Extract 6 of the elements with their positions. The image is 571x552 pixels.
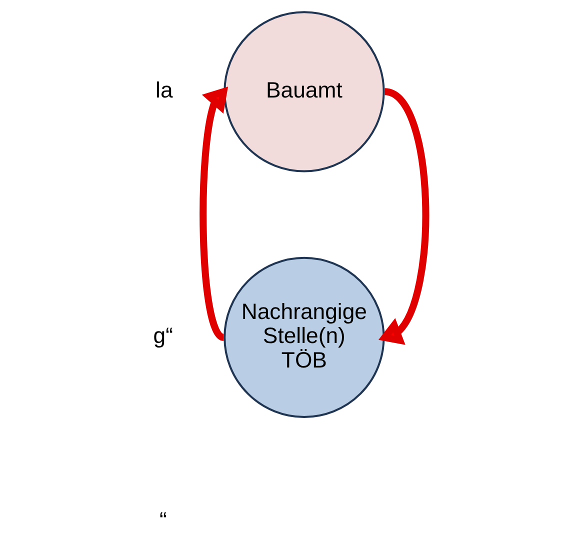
- label: la: [156, 77, 173, 102]
- node-circle: Bauamt: [224, 11, 385, 172]
- label: g“: [153, 323, 174, 348]
- label: “: [159, 507, 167, 532]
- node-circle: Nachrangige Stelle(n) TÖB: [224, 256, 385, 418]
- arrow: [378, 88, 430, 345]
